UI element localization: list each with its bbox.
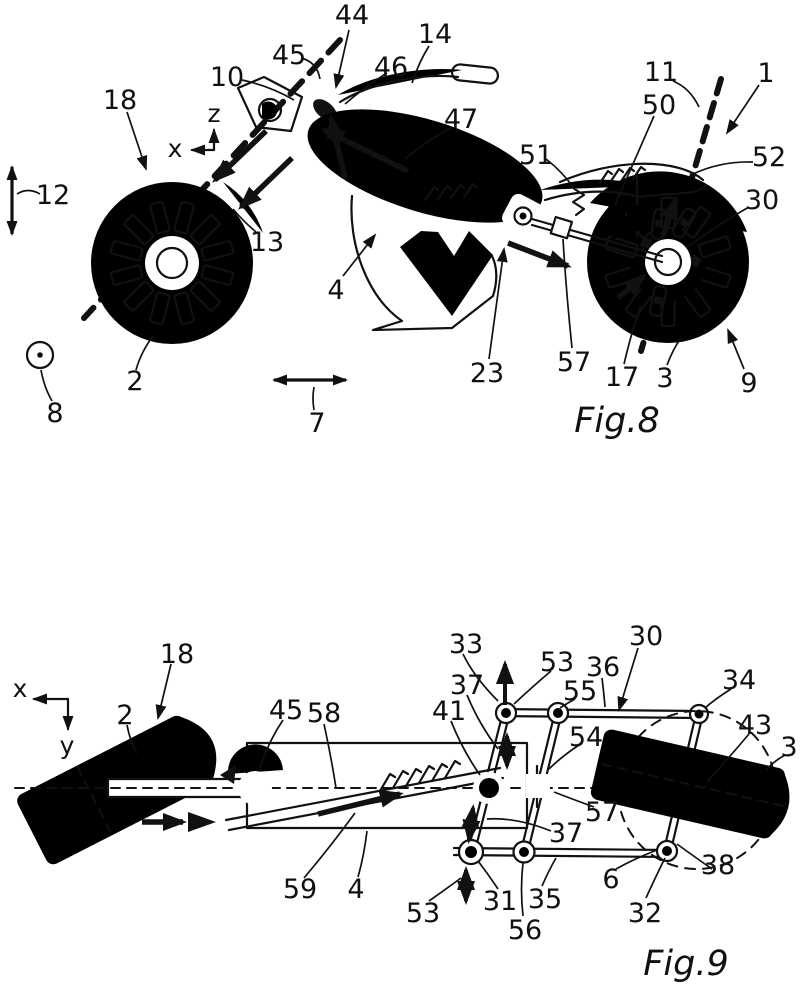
tail-vent-comb — [598, 165, 647, 185]
belly-fairing — [350, 194, 498, 332]
front-wheel — [91, 182, 263, 344]
fig8-ref-45: 45 — [272, 40, 306, 71]
figure-9: x y — [13, 621, 798, 984]
fig8-ref-13: 13 — [250, 227, 284, 258]
fig9-ref-6: 6 — [602, 864, 619, 895]
fig9-ref-53-upper: 53 — [540, 647, 574, 678]
fork-arrow-upper — [212, 129, 268, 183]
fig8-ref-14: 14 — [418, 19, 452, 50]
fig9-ref-55: 55 — [563, 676, 597, 707]
fig8-caption: Fig.8 — [574, 401, 659, 441]
fig8-ref-18: 18 — [103, 85, 137, 116]
fig9-ref-33: 33 — [449, 629, 483, 660]
mid-arrow — [507, 240, 572, 269]
fig8-motion-arrows — [212, 114, 679, 301]
fig9-ref-53-lower: 53 — [406, 898, 440, 929]
fig8-ref-23: 23 — [470, 358, 504, 389]
fig9-ref-41: 41 — [432, 696, 466, 727]
head-up-arrow — [326, 114, 348, 179]
rear-suspension — [571, 188, 651, 241]
fig9-caption: Fig.9 — [643, 944, 728, 984]
tank-vent-comb — [423, 182, 479, 202]
windshield — [236, 75, 304, 133]
fig8-ref-4: 4 — [327, 275, 344, 306]
rear-up-arrow — [660, 195, 679, 237]
rack-teeth — [378, 759, 462, 793]
fig9-ref-56: 56 — [508, 915, 542, 946]
small-spring — [571, 188, 586, 217]
fig9-ref-45: 45 — [269, 695, 303, 726]
fig8-ref-50: 50 — [642, 90, 676, 121]
fig8-ref-1: 1 — [757, 58, 774, 89]
fig8-ref-2: 2 — [126, 366, 143, 397]
fig9-ref-3: 3 — [780, 732, 797, 763]
fig9-ref-54: 54 — [569, 722, 603, 753]
fig9-motion-arrows — [457, 660, 516, 905]
travel-direction-arrow — [142, 812, 216, 832]
fig8-ref-44: 44 — [335, 0, 369, 31]
fig8-ref-9: 9 — [740, 368, 757, 399]
fig9-ref-34: 34 — [722, 665, 756, 696]
u-bracket — [627, 206, 651, 231]
fig8-ref-17: 17 — [605, 362, 639, 393]
hub-arrow — [616, 273, 648, 301]
fig8-leader-lines — [16, 29, 760, 411]
fig9-ref-18: 18 — [160, 639, 194, 670]
fig8-ref-11: 11 — [644, 57, 678, 88]
fig9-ref-58: 58 — [307, 698, 341, 729]
fig9-leader-lines — [126, 647, 786, 917]
fig8-ref-51: 51 — [519, 140, 553, 171]
fig9-ref-37-upper: 37 — [450, 670, 484, 701]
rear-wheel — [587, 171, 749, 343]
rotation-arrow — [227, 744, 283, 774]
damper-block — [514, 757, 559, 815]
headlight-icon — [257, 97, 283, 123]
tank-arrow — [320, 127, 410, 174]
fig8-ref-57: 57 — [557, 347, 591, 378]
fig8-ref-12: 12 — [36, 180, 70, 211]
fig8-ref-46: 46 — [374, 52, 408, 83]
fig9-ref-2: 2 — [116, 700, 133, 731]
fig9-ref-59: 59 — [283, 874, 317, 905]
fig9-ref-4: 4 — [347, 874, 364, 905]
fig8-ref-10: 10 — [210, 62, 244, 93]
fig9-ref-31: 31 — [483, 886, 517, 917]
fig8-coordinate-axes: z x — [168, 99, 221, 163]
swingarm — [502, 193, 664, 264]
fig8-ref-7: 7 — [308, 408, 325, 439]
fork-arrow-lower — [238, 156, 294, 210]
fig9-coordinate-axes: x y — [13, 674, 75, 760]
fig9-ref-36: 36 — [586, 652, 620, 683]
figure-8: z x — [6, 0, 786, 441]
fig8-ref-30: 30 — [745, 185, 779, 216]
fig9-ref-43: 43 — [738, 710, 772, 741]
spring-coil — [608, 192, 622, 241]
carriage-block — [549, 215, 574, 240]
fig8-ref-47: 47 — [444, 104, 478, 135]
hub-actuator-elements — [639, 205, 702, 319]
fig9-axis-y: y — [60, 731, 75, 760]
fig8-axis-z: z — [207, 99, 220, 128]
fairing-zigzag — [400, 231, 493, 316]
fig9-ref-37-lower: 37 — [549, 818, 583, 849]
frame-arrow — [317, 789, 404, 817]
fig8-ref-3: 3 — [656, 363, 673, 394]
fig9-ref-30: 30 — [629, 621, 663, 652]
fig8-ref-8: 8 — [46, 398, 63, 429]
fig8-axis-x: x — [168, 134, 183, 163]
fig9-ref-35: 35 — [528, 884, 562, 915]
fig9-ref-38: 38 — [701, 850, 735, 881]
fig8-ref-52: 52 — [752, 142, 786, 173]
fig9-ref-32: 32 — [628, 898, 662, 929]
rear-wheel-top — [590, 729, 790, 839]
fig9-axis-x: x — [13, 674, 28, 703]
fuel-tank — [307, 109, 543, 223]
fig9-ref-57: 57 — [585, 797, 619, 828]
steering-pivot — [220, 744, 283, 805]
out-of-plane-symbol — [25, 340, 55, 370]
handlebar — [338, 63, 500, 104]
kingpin-circle — [473, 772, 505, 804]
